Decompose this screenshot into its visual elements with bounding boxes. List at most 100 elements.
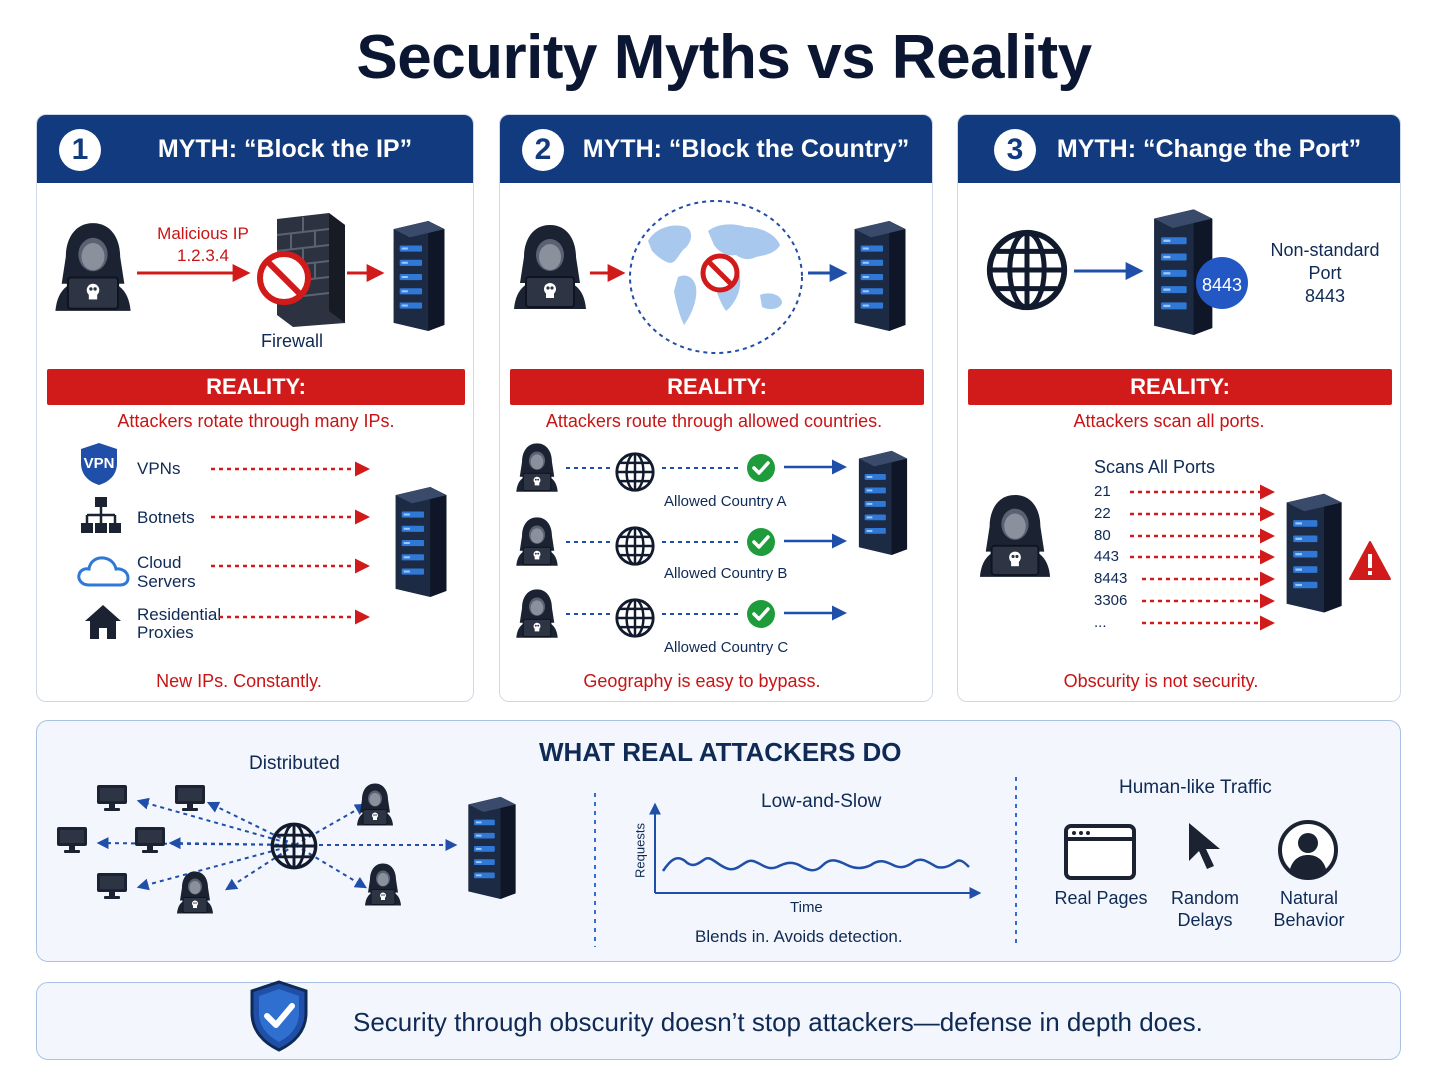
distributed-diagram xyxy=(96,797,458,891)
globe-to-server-arrow xyxy=(1074,262,1144,280)
myth-heading: MYTH: “Change the Port” xyxy=(1056,135,1362,163)
low-slow-title: Low-and-Slow xyxy=(761,791,882,812)
port-list: 21 22 80 443 8443 3306 ... xyxy=(1094,481,1154,634)
shield-check-icon xyxy=(250,980,308,1052)
user-avatar-icon xyxy=(1278,820,1338,880)
target-server-icon xyxy=(1280,491,1346,613)
hacker-icon xyxy=(510,221,590,311)
globe-icon xyxy=(984,227,1070,313)
country-route-c: Allowed Country C xyxy=(500,585,932,665)
myth-heading: MYTH: “Block the Country” xyxy=(582,135,910,163)
scan-arrows xyxy=(1130,484,1275,631)
country-label: Allowed Country B xyxy=(664,565,788,582)
panel-heading: WHAT REAL ATTACKERS DO xyxy=(539,737,902,767)
hacker-icon xyxy=(363,861,403,907)
hacker-icon xyxy=(514,515,560,567)
port-badge: 8443 xyxy=(1201,275,1243,295)
real-attackers-panel: WHAT REAL ATTACKERS DO Distributed Low-a… xyxy=(36,720,1401,962)
house-icon xyxy=(85,605,121,639)
server-icon xyxy=(848,219,910,331)
human-item-random-delays: Random Delays xyxy=(1170,888,1240,930)
reality-text: Attackers rotate through many IPs. xyxy=(117,411,395,431)
ip-value: 1.2.3.4 xyxy=(177,246,229,265)
globe-icon xyxy=(269,821,319,871)
country-route-a: Allowed Country A xyxy=(500,439,932,519)
card-footer: Obscurity is not security. xyxy=(1063,671,1259,691)
cloud-icon xyxy=(77,556,130,587)
low-slow-caption: Blends in. Avoids detection. xyxy=(695,927,903,946)
card-header: 1 MYTH: “Block the IP” xyxy=(37,115,473,183)
card-header: 3 MYTH: “Change the Port” xyxy=(958,115,1400,183)
port-item: 8443 xyxy=(1094,570,1128,588)
card-footer: Geography is easy to bypass. xyxy=(583,671,821,691)
hacker-icon xyxy=(514,441,560,493)
ip-label: Malicious IP 1.2.3.4 xyxy=(147,223,259,267)
hacker-icon xyxy=(175,869,215,915)
map-to-server-arrow xyxy=(808,264,848,282)
low-slow-ylabel: Requests xyxy=(632,823,648,878)
low-slow-xlabel: Time xyxy=(790,899,823,916)
check-icon xyxy=(746,599,776,629)
myth-number: 2 xyxy=(522,129,564,171)
monitor-icon xyxy=(173,783,207,813)
country-label: Allowed Country C xyxy=(664,639,789,656)
hacker-icon xyxy=(514,587,560,639)
hacker-icon xyxy=(51,219,135,313)
globe-icon xyxy=(614,451,656,493)
card-footer: New IPs. Constantly. xyxy=(156,671,322,691)
warning-icon xyxy=(1349,541,1391,580)
firewall-label: Firewall xyxy=(261,331,324,351)
route-arrow xyxy=(784,533,847,549)
port-item: 21 xyxy=(1094,483,1111,500)
divider xyxy=(594,793,596,947)
firewall-to-server-arrow xyxy=(347,264,385,282)
human-like-title: Human-like Traffic xyxy=(1119,777,1272,798)
reality-bar: REALITY: xyxy=(47,369,465,405)
bottom-message: Security through obscurity doesn’t stop … xyxy=(353,1007,1203,1037)
human-item-natural-behavior: Natural Behavior xyxy=(1273,888,1345,930)
reality-text: Attackers route through allowed countrie… xyxy=(545,411,883,431)
route-arrow xyxy=(784,459,847,475)
check-icon xyxy=(746,527,776,557)
target-server-icon xyxy=(387,485,453,597)
port-label-line-1: Non-standard xyxy=(1270,240,1380,260)
target-server-icon xyxy=(852,449,912,555)
card-header: 2 MYTH: “Block the Country” xyxy=(500,115,932,183)
route-dash-1 xyxy=(566,467,612,469)
country-label: Allowed Country A xyxy=(664,493,787,510)
blocked-icon xyxy=(257,251,311,305)
route-dash-2 xyxy=(662,541,742,543)
divider xyxy=(1015,777,1017,947)
myth-card-change-port: 3 MYTH: “Change the Port” 8443 Non-stand… xyxy=(957,114,1401,702)
port-item: 443 xyxy=(1094,548,1120,566)
ip-label-text: Malicious IP xyxy=(157,224,249,243)
route-dash-2 xyxy=(662,467,742,469)
server-icon xyxy=(387,219,449,331)
reality-text: Attackers scan all ports. xyxy=(1073,411,1265,431)
route-dash-1 xyxy=(566,613,612,615)
port-item: 22 xyxy=(1094,504,1111,522)
source-cloud-servers: Cloud Servers xyxy=(137,553,196,591)
reality-bar: REALITY: xyxy=(968,369,1392,405)
vpn-shield-icon xyxy=(81,443,117,485)
monitor-icon xyxy=(95,871,129,901)
server-icon xyxy=(461,795,521,899)
browser-window-icon xyxy=(1064,824,1136,880)
globe-icon xyxy=(614,525,656,567)
vpn-badge: VPN xyxy=(83,455,115,472)
human-item-real-pages: Real Pages xyxy=(1054,888,1148,908)
hacker-icon xyxy=(355,781,395,827)
check-icon xyxy=(746,453,776,483)
port-label-line-3: 8443 xyxy=(1304,286,1346,306)
distributed-label: Distributed xyxy=(249,753,340,774)
country-route-b: Allowed Country B xyxy=(500,513,932,593)
route-dash-2 xyxy=(662,613,742,615)
page-title: Security Myths vs Reality xyxy=(356,23,1092,92)
bottom-message-panel: Security through obscurity doesn’t stop … xyxy=(36,980,1401,1060)
source-arrows xyxy=(211,461,370,625)
myth-heading: MYTH: “Block the IP” xyxy=(157,135,413,163)
monitor-icon xyxy=(95,783,129,813)
low-slow-chart xyxy=(649,802,982,899)
port-badge-circle xyxy=(1196,257,1248,309)
port-item: 3306 xyxy=(1094,591,1128,609)
